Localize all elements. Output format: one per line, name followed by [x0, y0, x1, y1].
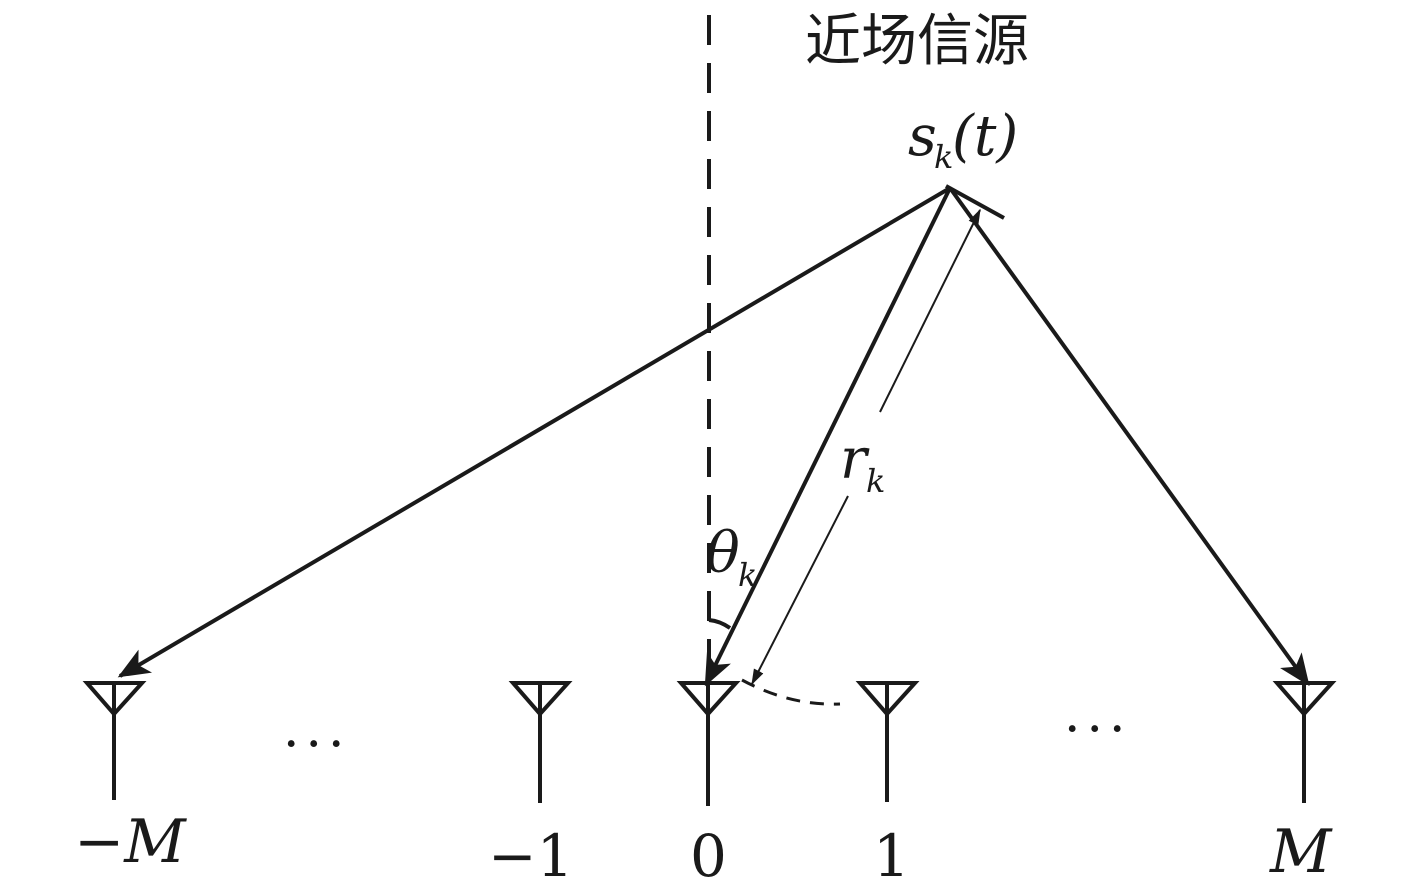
antenna-element-minus-1 [508, 681, 573, 803]
distance-label-subscript: k [866, 462, 885, 500]
angle-label-main: θ [706, 521, 740, 586]
source-label-main: s [908, 104, 937, 169]
source-label-subscript: k [934, 138, 953, 176]
ellipsis-left: ··· [283, 715, 351, 775]
antenna-element-0 [676, 681, 741, 806]
element-spacing-arc-dashed [741, 678, 841, 706]
source-label: s k (t) [908, 104, 1018, 176]
distance-dimension-lower [751, 495, 849, 686]
antenna-element-1 [855, 681, 920, 802]
distance-label: r k [840, 427, 885, 500]
diagram-title: 近场信源 [805, 9, 1029, 74]
element-label-0: 0 [690, 822, 727, 886]
antenna-element-M [1272, 681, 1337, 803]
element-label-minus-1: −1 [488, 822, 574, 886]
element-label-M: M [1269, 817, 1333, 886]
ray-to-element-0 [704, 187, 952, 687]
antenna-element-minus-M [82, 681, 147, 800]
ray-to-element-M [948, 186, 1310, 687]
element-label-minus-M: −M [74, 807, 187, 877]
ray-to-element-minus-M [117, 186, 952, 678]
distance-label-main: r [840, 427, 870, 492]
source-tick [945, 184, 1005, 220]
ellipsis-right: ··· [1064, 700, 1132, 760]
element-label-1: 1 [873, 822, 910, 886]
angle-label-subscript: k [738, 556, 757, 594]
angle-label: θ k [706, 521, 757, 594]
angle-arc [708, 618, 732, 630]
source-label-argument: (t) [952, 104, 1018, 169]
distance-dimension-upper [879, 208, 981, 413]
